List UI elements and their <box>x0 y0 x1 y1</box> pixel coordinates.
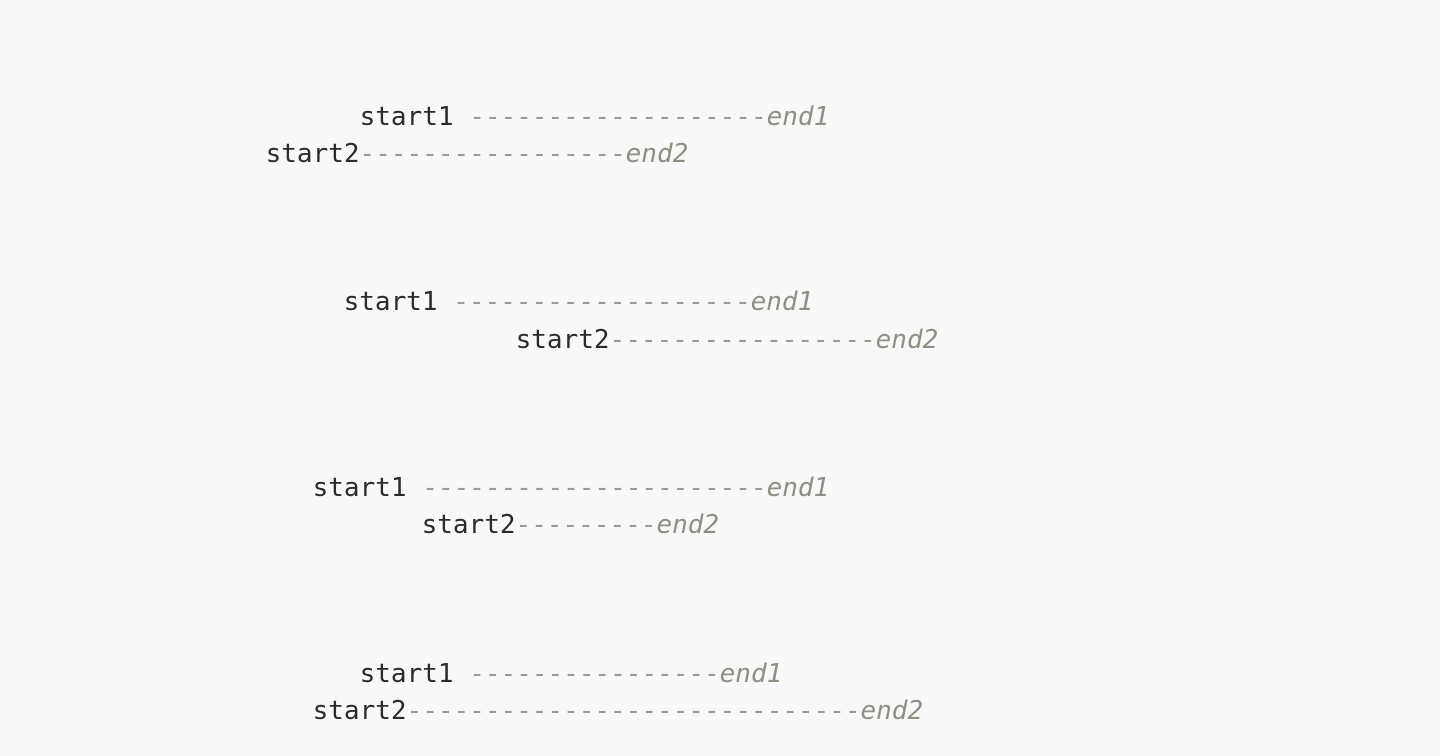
end-label: end1 <box>766 102 830 132</box>
timeline-row-2: start2-----------------------------end2 <box>250 666 924 726</box>
timeline-group-1: start1 -------------------end1 start2---… <box>203 72 830 169</box>
dash-line: ------------------- <box>437 287 751 317</box>
dash-line: ----------------------------- <box>406 696 861 726</box>
timeline-group-2: start1 -------------------end1 start2---… <box>281 257 939 355</box>
dash-line: ---------------------- <box>406 473 767 503</box>
end-label: end1 <box>766 473 830 503</box>
start-label: start1 <box>359 102 454 132</box>
timeline-group-4: start1 ----------------end1 start2------… <box>250 629 924 726</box>
end-label: end2 <box>656 510 720 540</box>
timeline-row-1: start1 -------------------end1 <box>281 257 814 317</box>
dash-line: --------- <box>515 510 657 540</box>
timeline-row-1: start1 -------------------end1 <box>297 72 830 132</box>
end-label: end2 <box>625 139 689 169</box>
timeline-row-2: start2---------end2 <box>359 480 719 540</box>
timeline-row-1: start1 ----------------------end1 <box>250 443 830 503</box>
end-label: end2 <box>860 696 924 726</box>
dash-line: ----------------- <box>359 139 626 169</box>
start-label: start2 <box>515 325 610 355</box>
end-label: end2 <box>875 325 939 355</box>
timeline-row-2: start2-----------------end2 <box>453 295 939 355</box>
start-label: start2 <box>312 696 407 726</box>
timeline-row-1: start1 ----------------end1 <box>297 629 783 689</box>
start-label: start2 <box>421 510 516 540</box>
dash-line: ---------------- <box>453 659 720 689</box>
start-label: start1 <box>312 473 407 503</box>
timeline-group-3: start1 ----------------------end1 start2… <box>250 443 830 540</box>
start-label: start2 <box>265 139 360 169</box>
end-label: end1 <box>719 659 783 689</box>
dash-line: ------------------- <box>453 102 767 132</box>
timeline-row-2: start2-----------------end2 <box>203 109 689 169</box>
dash-line: ----------------- <box>609 325 876 355</box>
end-label: end1 <box>750 287 814 317</box>
start-label: start1 <box>343 287 438 317</box>
start-label: start1 <box>359 659 454 689</box>
